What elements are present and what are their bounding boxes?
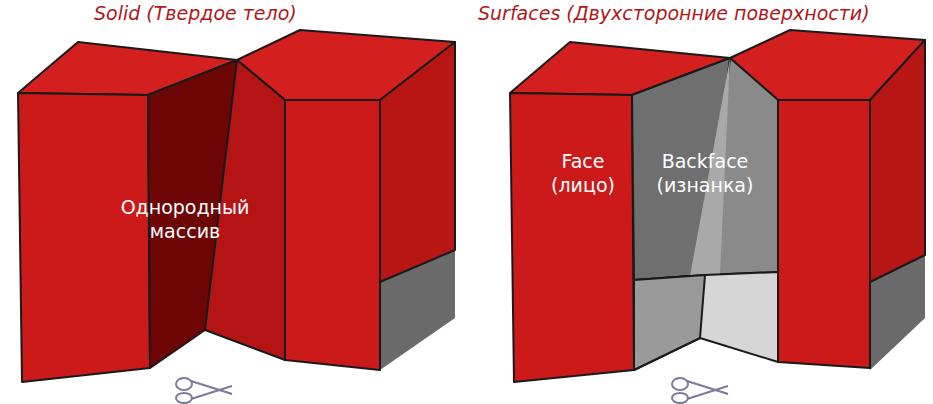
backface-label: Backface (изнанка) xyxy=(645,150,765,198)
section-heading: Solid (Твердое тело) xyxy=(94,2,297,24)
solid-label: Однородный массив xyxy=(90,196,280,244)
face-label: Face (лицо) xyxy=(538,150,628,198)
scissors-icon xyxy=(176,378,728,403)
section-heading: Surfaces (Двухсторонние поверхности) xyxy=(478,2,870,24)
